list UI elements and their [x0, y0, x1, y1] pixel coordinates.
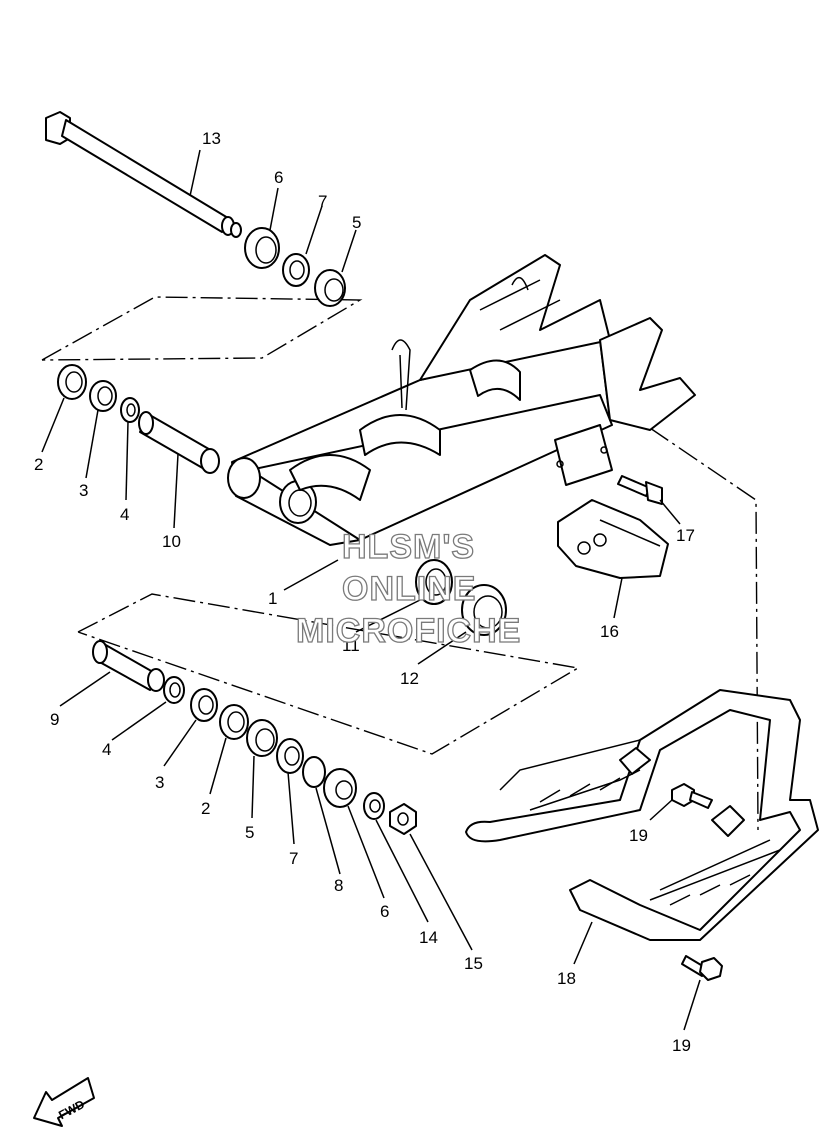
callout-4-upper: 4 [120, 505, 129, 524]
callout-2-upper: 2 [34, 455, 43, 474]
callout-6-lower: 6 [380, 902, 389, 921]
callout-15: 15 [464, 954, 483, 973]
callout-4-lower: 4 [102, 740, 111, 759]
callout-18: 18 [557, 969, 576, 988]
callout-3-lower: 3 [155, 773, 164, 792]
swing-arm-part [227, 254, 696, 546]
upper-spacer-parts [244, 227, 346, 307]
callout-19-lower: 19 [672, 1036, 691, 1055]
callout-7-lower: 7 [289, 849, 298, 868]
callout-14: 14 [419, 928, 438, 947]
watermark: HLSM'S ONLINE MICROFICHE [295, 527, 521, 650]
callout-11: 11 [342, 636, 360, 655]
upper-bearing-parts [57, 364, 220, 474]
callout-1: 1 [268, 589, 277, 608]
callout-7-upper: 7 [318, 192, 327, 211]
lower-bearing-parts [92, 640, 417, 835]
leader-lines [41, 149, 701, 1031]
callout-numbers: 13 6 7 5 2 3 4 10 1 11 12 16 17 9 4 3 2 … [34, 129, 695, 1055]
callout-5-lower: 5 [245, 823, 254, 842]
callout-9: 9 [50, 710, 59, 729]
callout-12: 12 [400, 669, 419, 688]
callout-8: 8 [334, 876, 343, 895]
footrest-part [465, 689, 819, 941]
chain-guide-part [557, 499, 669, 579]
callout-5-upper: 5 [352, 213, 361, 232]
callout-6-upper: 6 [274, 168, 283, 187]
callout-13: 13 [202, 129, 221, 148]
assembly-guide-lines [41, 296, 759, 831]
callout-3-upper: 3 [79, 481, 88, 500]
callout-10: 10 [162, 532, 181, 551]
fwd-arrow-icon: FWD [33, 1077, 95, 1127]
bolt-19-parts [671, 783, 723, 981]
callout-16: 16 [600, 622, 619, 641]
watermark-line-2: ONLINE [342, 570, 476, 608]
callout-2-lower: 2 [201, 799, 210, 818]
watermark-line-3: MICROFICHE [296, 612, 521, 650]
callout-19-upper: 19 [629, 826, 648, 845]
seal-parts [415, 559, 507, 636]
bolt-17-part [617, 475, 663, 505]
callout-17: 17 [676, 526, 695, 545]
watermark-line-1: HLSM'S [342, 528, 475, 566]
pivot-shaft-part [45, 111, 242, 238]
